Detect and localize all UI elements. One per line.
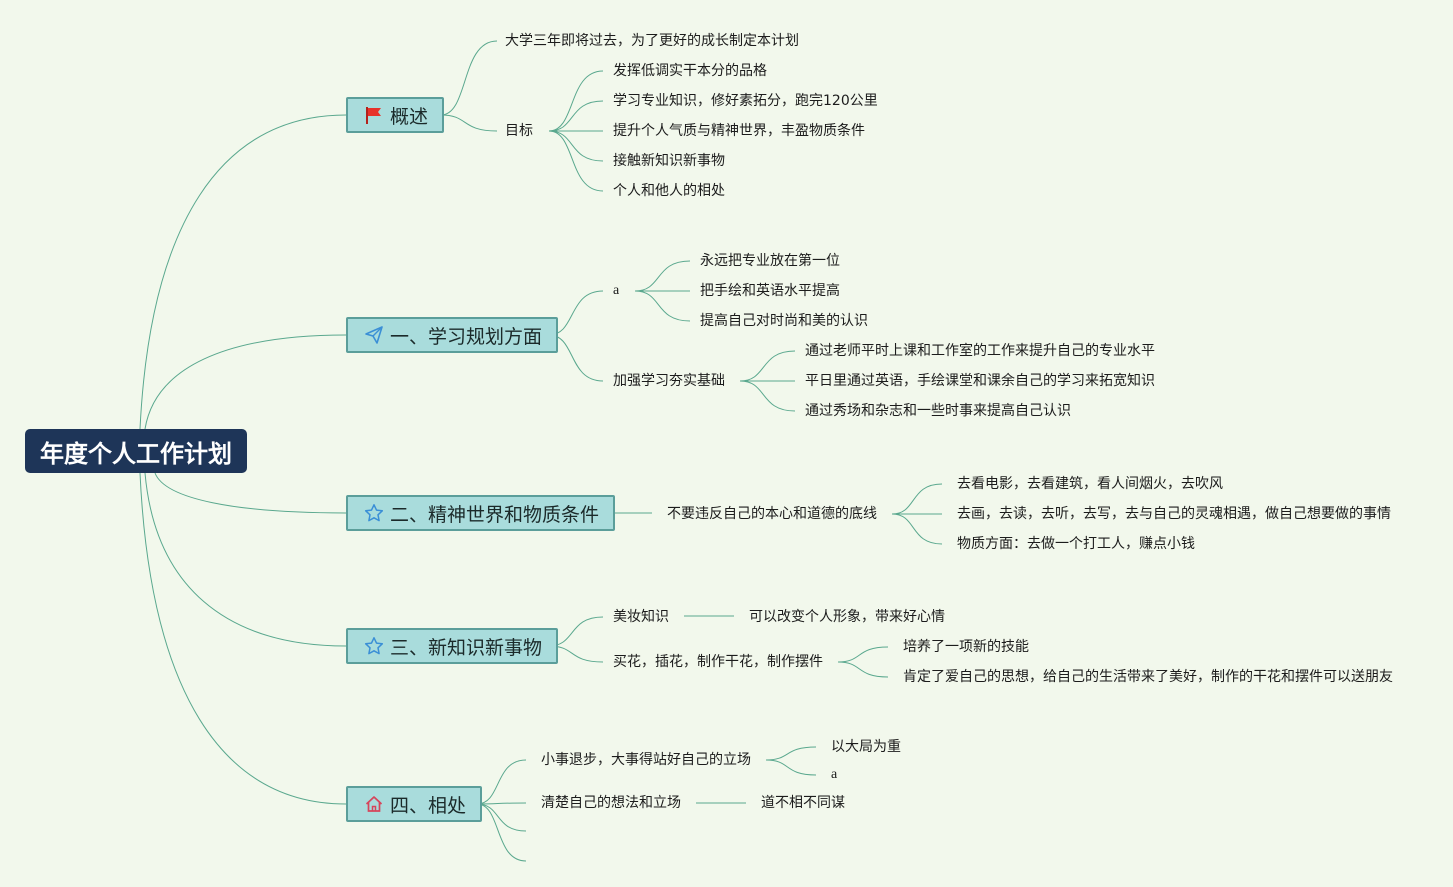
connector-line: [440, 40, 498, 116]
connector-line: [837, 646, 889, 663]
topic-stance[interactable]: 小事退步，大事得站好自己的立场: [541, 752, 751, 768]
topic-item[interactable]: a: [831, 767, 838, 782]
star-icon: [364, 636, 384, 656]
connector-line: [476, 759, 527, 805]
connector-line: [476, 802, 527, 805]
connector-line: [739, 380, 796, 412]
star-icon: [364, 503, 384, 523]
connector-line: [548, 100, 604, 132]
branch-overview[interactable]: 概述: [346, 97, 445, 133]
branch-study-plan[interactable]: 一、学习规划方面: [346, 317, 559, 353]
connector-line: [548, 70, 604, 132]
topic-item[interactable]: 可以改变个人形象，带来好心情: [749, 609, 945, 625]
topic-item[interactable]: 培养了一项新的技能: [903, 639, 1029, 655]
topic-item[interactable]: 去看电影，去看建筑，看人间烟火，去吹风: [957, 476, 1223, 492]
connector-line: [548, 130, 604, 192]
root-connector: [139, 472, 347, 805]
connector-line: [476, 803, 527, 862]
topic-bottom-line[interactable]: 不要违反自己的本心和道德的底线: [667, 506, 877, 522]
root-connector: [144, 472, 347, 647]
topic-item[interactable]: 去画，去读，去听，去写，去与自己的灵魂相遇，做自己想要做的事情: [957, 506, 1391, 522]
topic-item[interactable]: 道不相不同谋: [761, 795, 845, 811]
topic-flowers[interactable]: 买花，插花，制作干花，制作摆件: [613, 654, 823, 670]
connector-line: [891, 483, 943, 515]
paper-plane-icon: [364, 325, 384, 345]
connector-line: [476, 803, 527, 832]
topic-item[interactable]: 把手绘和英语水平提高: [700, 283, 840, 299]
branch-label: 一、学习规划方面: [390, 325, 543, 348]
connector-line: [765, 746, 817, 761]
branch-new-knowledge[interactable]: 三、新知识新事物: [346, 628, 559, 664]
topic-item[interactable]: 肯定了爱自己的思想，给自己的生活带来了美好，制作的干花和摆件可以送朋友: [903, 669, 1393, 685]
root-connector: [154, 472, 347, 514]
topic-own-view[interactable]: 清楚自己的想法和立场: [541, 795, 681, 811]
connector-line: [739, 350, 796, 382]
branch-label: 四、相处: [390, 794, 467, 817]
topic-strengthen-study[interactable]: 加强学习夯实基础: [613, 373, 725, 389]
topic-item[interactable]: 永远把专业放在第一位: [700, 253, 840, 269]
flag-icon: [364, 105, 384, 125]
branch-spirit-material[interactable]: 二、精神世界和物质条件: [346, 495, 616, 531]
topic-goal-item[interactable]: 个人和他人的相处: [613, 183, 725, 199]
branch-relationships[interactable]: 四、相处: [346, 786, 483, 822]
topic-goal-item[interactable]: 接触新知识新事物: [613, 153, 725, 169]
branch-label: 二、精神世界和物质条件: [390, 503, 600, 526]
branch-label: 三、新知识新事物: [390, 636, 543, 659]
root-connector: [139, 114, 347, 430]
topic-makeup[interactable]: 美妆知识: [613, 609, 669, 625]
topic-goals[interactable]: 目标: [505, 123, 533, 139]
topic-item[interactable]: 通过秀场和杂志和一些时事来提高自己认识: [805, 403, 1071, 419]
topic-item[interactable]: 提高自己对时尚和美的认识: [700, 313, 868, 329]
connector-line: [634, 290, 691, 322]
home-icon: [364, 794, 384, 814]
topic-intro[interactable]: 大学三年即将过去，为了更好的成长制定本计划: [505, 33, 799, 49]
topic-item[interactable]: 通过老师平时上课和工作室的工作来提升自己的专业水平: [805, 343, 1155, 359]
branch-label: 概述: [390, 105, 429, 128]
topic-item[interactable]: 物质方面：去做一个打工人，赚点小钱: [957, 536, 1195, 552]
root-connector: [144, 334, 347, 430]
topic-item[interactable]: 以大局为重: [831, 739, 901, 755]
connector-line: [548, 130, 604, 162]
connector-line: [440, 114, 498, 132]
topic-goal-item[interactable]: 发挥低调实干本分的品格: [613, 63, 767, 79]
topic-goal-item[interactable]: 提升个人气质与精神世界，丰盈物质条件: [613, 123, 865, 139]
connector-line: [837, 661, 889, 678]
connector-line: [634, 260, 691, 292]
topic-a[interactable]: a: [613, 283, 620, 298]
connector-line: [765, 759, 817, 776]
topic-item[interactable]: 平日里通过英语，手绘课堂和课余自己的学习来拓宽知识: [805, 373, 1155, 389]
topic-goal-item[interactable]: 学习专业知识，修好素拓分，跑完120公里: [613, 93, 878, 109]
connector-line: [891, 513, 943, 545]
root-topic[interactable]: 年度个人工作计划: [25, 429, 247, 473]
